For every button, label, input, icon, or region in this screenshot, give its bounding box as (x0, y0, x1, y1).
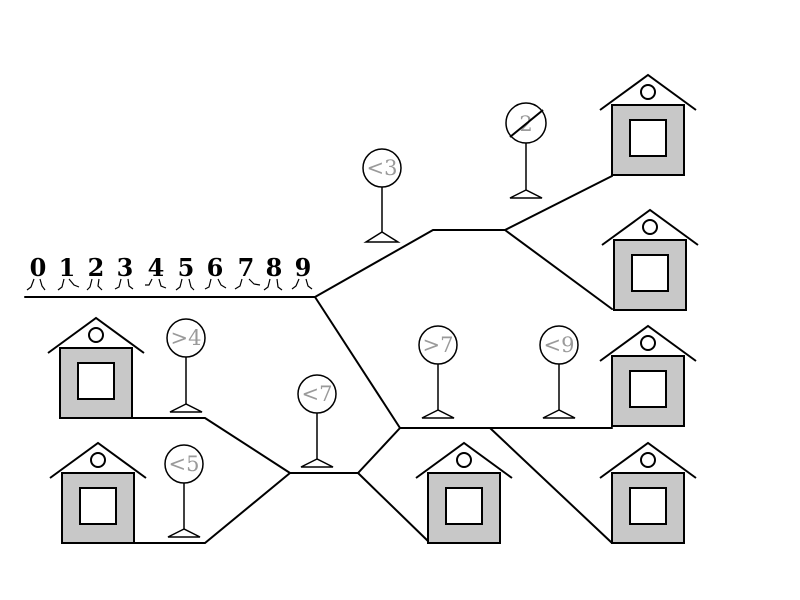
sign-strike-slash (509, 109, 544, 138)
house-left-lower (49, 441, 147, 544)
road-to-house-mid (357, 472, 431, 544)
sign-greater-than-4: >4 (166, 318, 206, 413)
road-to-house-bottom-right (489, 427, 613, 544)
house-bottom-middle (415, 441, 513, 544)
house-middle-right (599, 324, 697, 427)
sign-label: <9 (544, 333, 575, 357)
walker-0: 0 (26, 253, 47, 291)
house-left-upper (47, 316, 145, 419)
walker-3: 3 (114, 253, 134, 290)
house-bottom-right (599, 441, 697, 544)
walker-4: 4 (145, 253, 167, 289)
road-upper (314, 229, 506, 298)
walker-9: 9 (291, 253, 313, 290)
walker-digit: 9 (295, 253, 312, 282)
sign-less-than-5: <5 (164, 444, 204, 538)
walker-digit: 3 (117, 253, 134, 282)
walker-6: 6 (204, 253, 227, 290)
walker-digit: 2 (88, 253, 105, 282)
sign-greater-than-7: >7 (418, 325, 458, 419)
walker-7: 7 (234, 253, 261, 290)
walker-digit: 1 (59, 253, 76, 282)
sign-not-2: 2 (505, 102, 547, 199)
walker-8: 8 (263, 253, 283, 291)
sign-less-than-7: <7 (297, 374, 337, 468)
road-to-house-left-2 (132, 472, 291, 544)
road-to-house-left-1 (132, 417, 291, 474)
road-middle-diagonal (314, 296, 401, 429)
road-to-house-top-1 (504, 175, 613, 231)
sign-label: <7 (302, 382, 333, 406)
house-top-right-2 (601, 208, 699, 311)
road-network (24, 175, 613, 544)
walker-5: 5 (175, 253, 195, 291)
sign-label: >4 (171, 326, 202, 350)
walker-2: 2 (86, 253, 105, 291)
walker-digit: 4 (148, 253, 165, 282)
walker-digit: 5 (178, 253, 195, 282)
walker-digit: 6 (207, 253, 224, 282)
walker-digit: 8 (266, 253, 283, 282)
walker-digit: 0 (30, 253, 47, 282)
house-top-right-1 (599, 73, 697, 176)
walker-digit: 7 (238, 253, 255, 282)
sign-label: <5 (169, 452, 200, 476)
road-to-house-top-2 (504, 229, 613, 310)
sign-less-than-3: <3 (362, 148, 402, 243)
walking-digits: 0 1 2 3 4 5 6 7 (26, 253, 313, 291)
sign-label: >7 (423, 333, 454, 357)
sign-label: <3 (367, 156, 398, 180)
sign-less-than-9: <9 (539, 325, 579, 419)
walker-1: 1 (57, 253, 80, 291)
